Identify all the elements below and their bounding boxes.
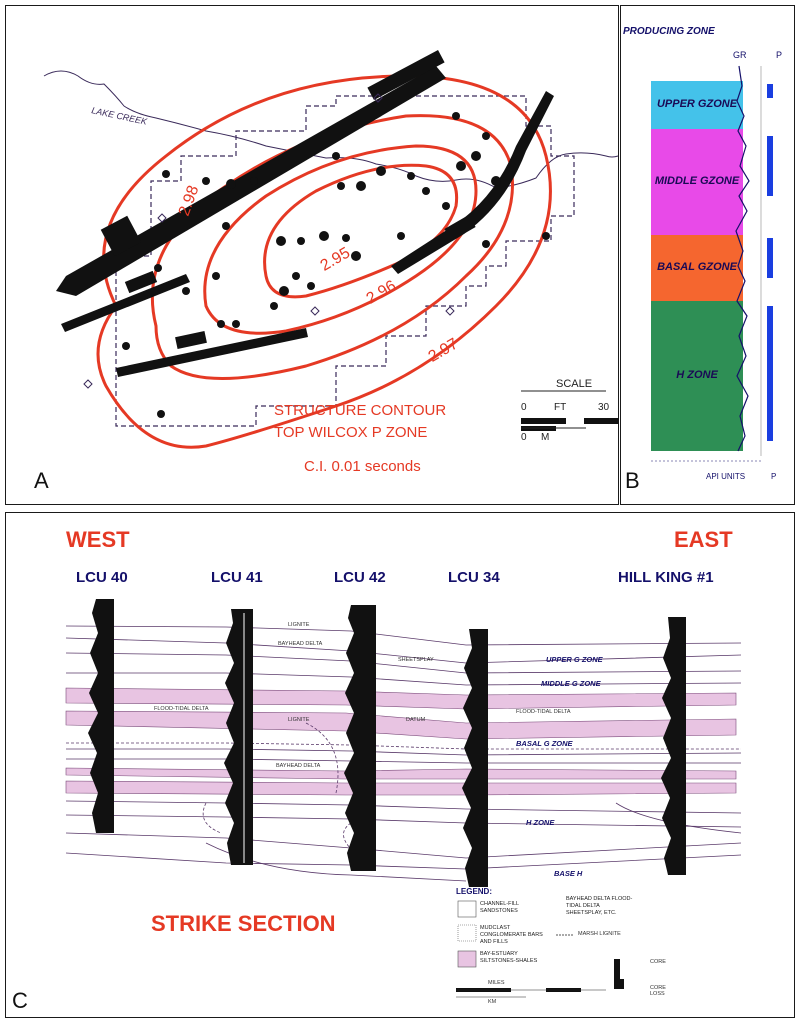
legend-mudclast: MUDCLAST CONGLOMERATE BARS AND FILLS <box>480 925 543 946</box>
fault-block-4 <box>175 331 207 349</box>
legend-bay-estuary: BAY-ESTUARY SILTSTONES-SHALES <box>480 951 538 965</box>
scale-m-label: M <box>541 432 550 443</box>
map-title-line1: STRUCTURE CONTOUR <box>274 402 447 419</box>
fault-block-5 <box>444 214 476 242</box>
field-boundary <box>115 95 575 427</box>
legend-title: LEGEND: <box>456 887 492 896</box>
producing-zone-header: PRODUCING ZONE <box>623 26 715 37</box>
legend-km: KM <box>488 999 497 1005</box>
log-lcu34 <box>462 629 488 887</box>
marker-datum: DATUM <box>406 717 426 723</box>
gr-label: GR <box>733 50 747 60</box>
well-label-lcu34: LCU 34 <box>448 569 500 586</box>
contour-2-95 <box>263 163 459 299</box>
panel-b-label: B <box>625 468 640 493</box>
scale-m-zero: 0 <box>521 432 527 443</box>
legend-core: CORE <box>650 959 666 965</box>
dry-holes <box>83 93 455 389</box>
scale-ft-label: FT <box>554 402 567 413</box>
log-lcu42 <box>344 605 376 871</box>
cross-section-drawing <box>65 599 742 998</box>
marker-lignite-2: LIGNITE <box>288 717 310 723</box>
correlation-lines <box>65 625 742 882</box>
panel-c-strike-section: WEST EAST LCU 40 LCU 41 LCU 42 LCU 34 HI… <box>5 512 795 1018</box>
marker-h-zone: H ZONE <box>526 818 555 827</box>
scale-bar <box>521 390 619 431</box>
wells <box>122 112 550 418</box>
legend-graphics <box>456 900 624 998</box>
west-fault <box>61 274 190 332</box>
legend-channel-fill: CHANNEL-FILL SANDSTONES <box>480 901 519 915</box>
marker-upper-g: UPPER G ZONE <box>546 655 603 664</box>
marker-middle-g: MIDDLE G ZONE <box>541 679 601 688</box>
legend-marsh-lignite: MARSH LIGNITE <box>578 931 621 937</box>
log-lcu40 <box>88 599 114 833</box>
panel-a-structure-map: LAKE CREEK 2.98 2.95 2.96 2.97 STRUCTURE… <box>5 5 619 505</box>
map-interval: C.I. 0.01 seconds <box>304 458 421 475</box>
marker-basal-g: BASAL G ZONE <box>516 739 573 748</box>
marker-lignite: LIGNITE <box>288 622 310 628</box>
panel-c-label: C <box>12 988 28 1013</box>
lake-creek-river <box>43 70 619 189</box>
contour-2-98 <box>96 74 552 449</box>
units-right-label: P <box>771 472 777 481</box>
fault-block-3 <box>124 270 158 294</box>
siltstone-bands <box>65 687 737 796</box>
gamma-ray-log <box>651 65 773 462</box>
marker-bayhead-delta-2: BAYHEAD DELTA <box>276 763 321 769</box>
api-units-label: API UNITS <box>706 472 746 481</box>
scale-ft-zero: 0 <box>521 402 527 413</box>
marker-sheetsplay: SHEETSPLAY <box>398 657 434 663</box>
marker-bayhead-delta: BAYHEAD DELTA <box>278 641 323 647</box>
zone-h: H ZONE <box>651 301 743 451</box>
marker-flood-tidal-1: FLOOD-TIDAL DELTA <box>154 706 209 712</box>
fault-block-1 <box>367 50 445 100</box>
log-lcu41 <box>224 609 253 865</box>
well-label-lcu42: LCU 42 <box>334 569 386 586</box>
panel-a-label: A <box>34 468 49 493</box>
marker-base-h: BASE H <box>554 869 583 878</box>
strike-section-title: STRIKE SECTION <box>151 911 336 936</box>
scale-title: SCALE <box>556 378 593 390</box>
structure-map-drawing <box>43 50 619 449</box>
east-label: EAST <box>674 527 733 552</box>
east-fault <box>391 91 554 274</box>
marker-flood-tidal-2: FLOOD-TIDAL DELTA <box>516 709 571 715</box>
well-label-lcu41: LCU 41 <box>211 569 263 586</box>
scale-ft-end: 30 <box>598 402 610 413</box>
legend-bayhead-flood: BAYHEAD DELTA FLOOD-TIDAL DELTA SHEETSPL… <box>566 896 633 917</box>
log-hill-king <box>661 617 686 875</box>
well-label-hill-king: HILL KING #1 <box>618 569 714 586</box>
map-title-line2: TOP WILCOX P ZONE <box>274 424 428 441</box>
fault-block-2 <box>100 215 142 257</box>
well-label-lcu40: LCU 40 <box>76 569 128 586</box>
contour-2-96 <box>203 144 478 335</box>
legend-miles: MILES <box>488 980 505 986</box>
west-label: WEST <box>66 527 130 552</box>
south-fault <box>116 328 308 377</box>
well-logs <box>88 599 686 887</box>
p-label: P <box>776 50 783 60</box>
legend-core-loss: CORE LOSS <box>650 985 666 997</box>
